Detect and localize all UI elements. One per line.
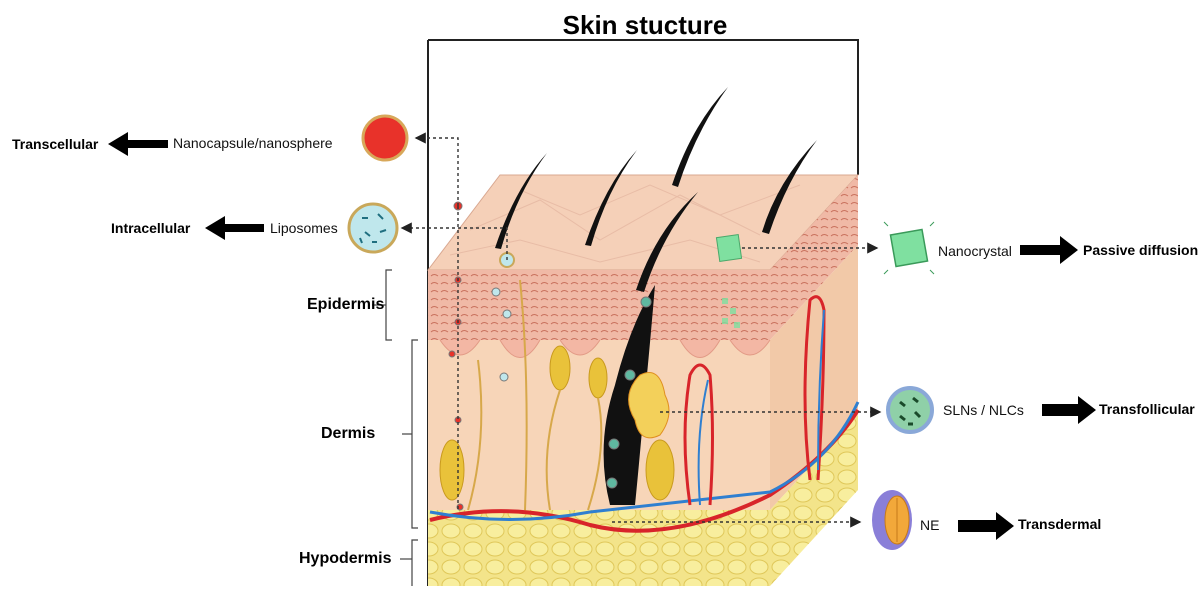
layer-label-hypodermis: Hypodermis (299, 550, 391, 568)
arrow-right-icon (1042, 396, 1096, 424)
nanocrystal-icon (884, 222, 934, 274)
route-label-transfollicular: Transfollicular (1099, 401, 1195, 417)
layer-label-epidermis: Epidermis (307, 296, 384, 314)
liposome-icon (349, 204, 397, 252)
carrier-label-nanocapsule: Nanocapsule/nanosphere (173, 135, 333, 151)
route-label-transcellular: Transcellular (12, 136, 98, 152)
layer-brackets (372, 270, 418, 586)
carrier-label-nanocrystal: Nanocrystal (938, 243, 1012, 259)
route-label-transdermal: Transdermal (1018, 516, 1101, 532)
hypodermis-layer (428, 510, 770, 586)
arrow-right-icon (958, 512, 1014, 540)
sln-icon (888, 388, 932, 432)
epidermis-layer (428, 270, 770, 340)
carrier-label-liposomes: Liposomes (270, 220, 338, 236)
nanocapsule-icon (363, 116, 407, 160)
arrow-left-icon (205, 216, 264, 240)
route-label-intracellular: Intracellular (111, 220, 190, 236)
skin-block (428, 40, 858, 586)
arrow-left-icon (108, 132, 168, 156)
diagram-title: Skin stucture (545, 10, 745, 41)
layer-label-dermis: Dermis (321, 425, 375, 443)
carrier-label-ne: NE (920, 517, 939, 533)
carrier-label-sln: SLNs / NLCs (943, 402, 1024, 418)
route-label-passive-diffusion: Passive diffusion (1083, 242, 1198, 258)
ne-icon (872, 490, 912, 550)
arrow-right-icon (1020, 236, 1078, 264)
